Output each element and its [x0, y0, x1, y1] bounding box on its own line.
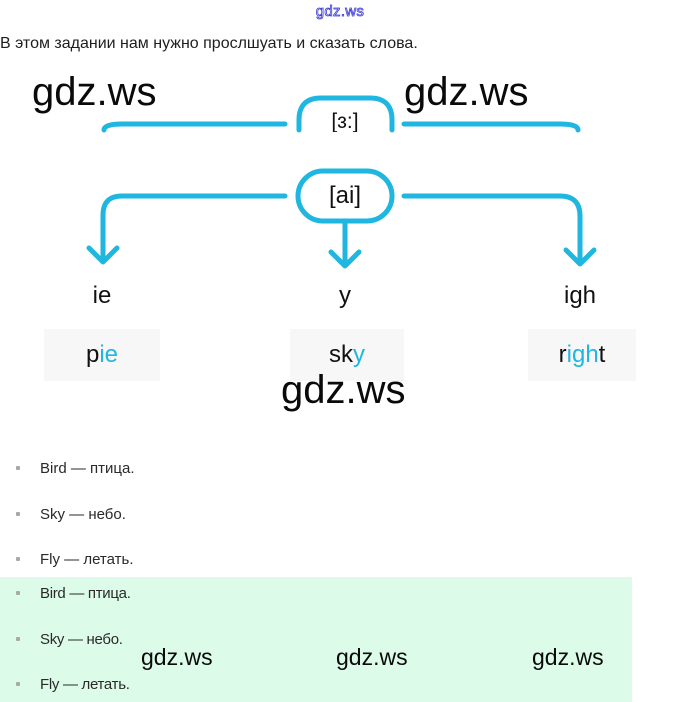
top-left-connector	[101, 121, 288, 133]
letters-ie: ie	[92, 282, 112, 309]
list-item: Bird — птица.	[16, 460, 134, 477]
word-part: p	[85, 341, 100, 368]
watermark: gdz.ws	[32, 70, 157, 114]
list-item-text: Bird — птица.	[40, 460, 135, 477]
list-item-text: Fly — летать.	[40, 551, 134, 568]
word-highlight: y	[353, 341, 365, 368]
list-item-text: Sky — небо.	[40, 506, 126, 523]
main-phoneme-label: [ai]	[328, 182, 361, 209]
letters-y: y	[339, 282, 351, 309]
watermark: gdz.ws	[141, 644, 213, 670]
letters-igh: igh	[563, 282, 597, 309]
word-part: r	[558, 341, 567, 368]
highlighted-vocab-block: Bird — птица. Sky — небо. Fly — летать.	[0, 577, 632, 702]
word-highlight: ie	[99, 341, 119, 368]
list-item: Sky — небо.	[16, 631, 123, 648]
list-item-text: Bird — птица.	[40, 585, 131, 602]
bullet-icon	[16, 557, 20, 562]
site-logo[interactable]: gdz.ws	[315, 3, 365, 21]
list-item: Bird — птица.	[16, 585, 131, 602]
top-right-connector	[401, 121, 581, 133]
left-branch-line	[100, 193, 288, 263]
word-highlight: igh	[566, 341, 599, 368]
bullet-icon	[16, 591, 20, 596]
list-item-text: Sky — небо.	[40, 631, 123, 648]
right-branch-line	[401, 193, 583, 265]
list-item: Fly — летать.	[16, 551, 134, 568]
word-part: t	[598, 341, 606, 368]
word-part: sk	[329, 341, 353, 368]
middle-arrowhead-icon	[328, 249, 362, 269]
right-arrowhead-icon	[563, 247, 597, 267]
left-arrowhead-icon	[86, 245, 120, 265]
bullet-icon	[16, 512, 20, 517]
watermark: gdz.ws	[532, 644, 604, 670]
top-phoneme-bubble	[296, 95, 395, 133]
bullet-icon	[16, 637, 20, 642]
intro-text: В этом задании нам нужно прослшуать и ск…	[0, 35, 418, 52]
watermark: gdz.ws	[404, 70, 529, 114]
top-phoneme-label: [ɜ:]	[331, 110, 359, 132]
watermark: gdz.ws	[281, 368, 406, 412]
bullet-icon	[16, 682, 20, 687]
list-item: Sky — небо.	[16, 506, 126, 523]
bullet-icon	[16, 466, 20, 471]
list-item: Fly — летать.	[16, 676, 130, 693]
watermark: gdz.ws	[336, 644, 408, 670]
list-item-text: Fly — летать.	[40, 676, 130, 693]
